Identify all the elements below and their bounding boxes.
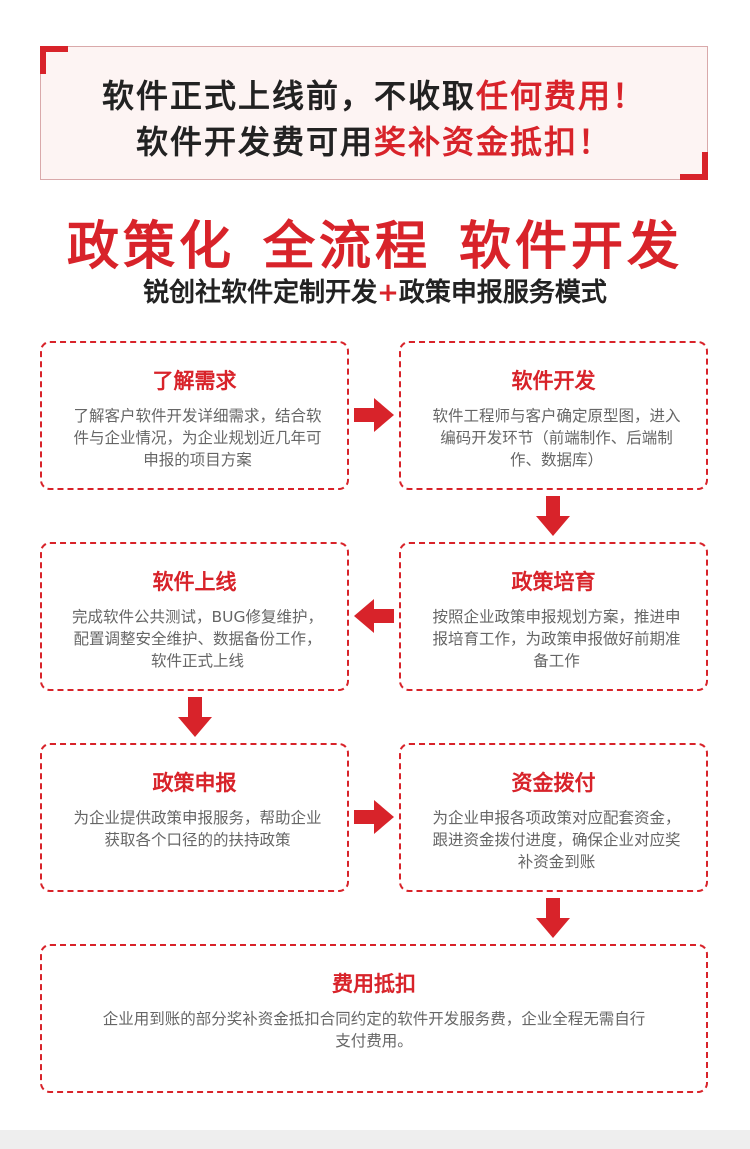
subheading-text: 政策申报服务模式 — [398, 278, 607, 308]
step-title: 费用抵扣 — [332, 972, 416, 996]
step-title: 政策申报 — [152, 771, 237, 795]
step-box-fund-disbursement: 资金拨付 为企业申报各项政策对应配套资金，跟进资金拨付进度，确保企业对应奖补资金… — [399, 743, 708, 892]
step-box-launch: 软件上线 完成软件公共测试，BUG修复维护，配置调整安全维护、数据备份工作，软件… — [40, 542, 349, 691]
headline: 政策化全流程软件开发 — [0, 204, 750, 279]
notice-text: 软件开发费可用 — [135, 123, 374, 161]
notice-line-1: 软件正式上线前，不收取任何费用！ — [41, 71, 707, 117]
notice-text: 软件正式上线前，不收取 — [101, 77, 476, 115]
step-description: 按照企业政策申报规划方案，推进申报培育工作，为政策申报做好前期准备工作 — [432, 608, 681, 670]
step-title: 软件上线 — [152, 570, 237, 594]
step-description: 软件工程师与客户确定原型图，进入编码开发环节（前端制作、后端制作、数据库） — [432, 407, 681, 469]
step-description: 完成软件公共测试，BUG修复维护，配置调整安全维护、数据备份工作，软件正式上线 — [72, 608, 323, 670]
notice-highlight: 奖补资金抵扣！ — [374, 123, 613, 161]
step-description: 了解客户软件开发详细需求，结合软件与企业情况，为企业规划近几年可申报的项目方案 — [73, 407, 322, 469]
arrow-down-icon — [536, 898, 570, 938]
notice-banner: 软件正式上线前，不收取任何费用！ 软件开发费可用奖补资金抵扣！ — [40, 46, 708, 180]
step-box-development: 软件开发 软件工程师与客户确定原型图，进入编码开发环节（前端制作、后端制作、数据… — [399, 341, 708, 490]
subheading-text: 锐创社软件定制开发 — [143, 278, 378, 308]
step-description: 为企业提供政策申报服务，帮助企业获取各个口径的的扶持政策 — [73, 809, 322, 849]
corner-decoration — [680, 152, 708, 180]
step-box-policy-cultivation: 政策培育 按照企业政策申报规划方案，推进申报培育工作，为政策申报做好前期准备工作 — [399, 542, 708, 691]
corner-decoration — [40, 46, 68, 74]
headline-part: 政策化 — [66, 217, 235, 277]
notice-line-2: 软件开发费可用奖补资金抵扣！ — [41, 117, 707, 163]
headline-part: 全流程 — [262, 217, 431, 277]
arrow-down-icon — [536, 496, 570, 536]
arrow-right-icon — [354, 398, 394, 432]
subheading: 锐创社软件定制开发+政策申报服务模式 — [0, 272, 750, 309]
headline-part: 软件开发 — [459, 217, 684, 277]
step-box-requirements: 了解需求 了解客户软件开发详细需求，结合软件与企业情况，为企业规划近几年可申报的… — [40, 341, 349, 490]
plus-sign: + — [377, 278, 399, 308]
step-title: 资金拨付 — [511, 771, 596, 795]
step-description: 企业用到账的部分奖补资金抵扣合同约定的软件开发服务费，企业全程无需自行支付费用。 — [102, 1010, 646, 1050]
step-box-policy-application: 政策申报 为企业提供政策申报服务，帮助企业获取各个口径的的扶持政策 — [40, 743, 349, 892]
step-description: 为企业申报各项政策对应配套资金，跟进资金拨付进度，确保企业对应奖补资金到账 — [432, 809, 681, 871]
step-title: 政策培育 — [511, 570, 596, 594]
step-title: 软件开发 — [511, 369, 596, 393]
bottom-divider — [0, 1130, 750, 1149]
step-title: 了解需求 — [152, 369, 237, 393]
notice-highlight: 任何费用！ — [476, 77, 647, 115]
arrow-right-icon — [354, 800, 394, 834]
step-box-fee-offset: 费用抵扣 企业用到账的部分奖补资金抵扣合同约定的软件开发服务费，企业全程无需自行… — [40, 944, 708, 1093]
arrow-left-icon — [354, 599, 394, 633]
arrow-down-icon — [178, 697, 212, 737]
